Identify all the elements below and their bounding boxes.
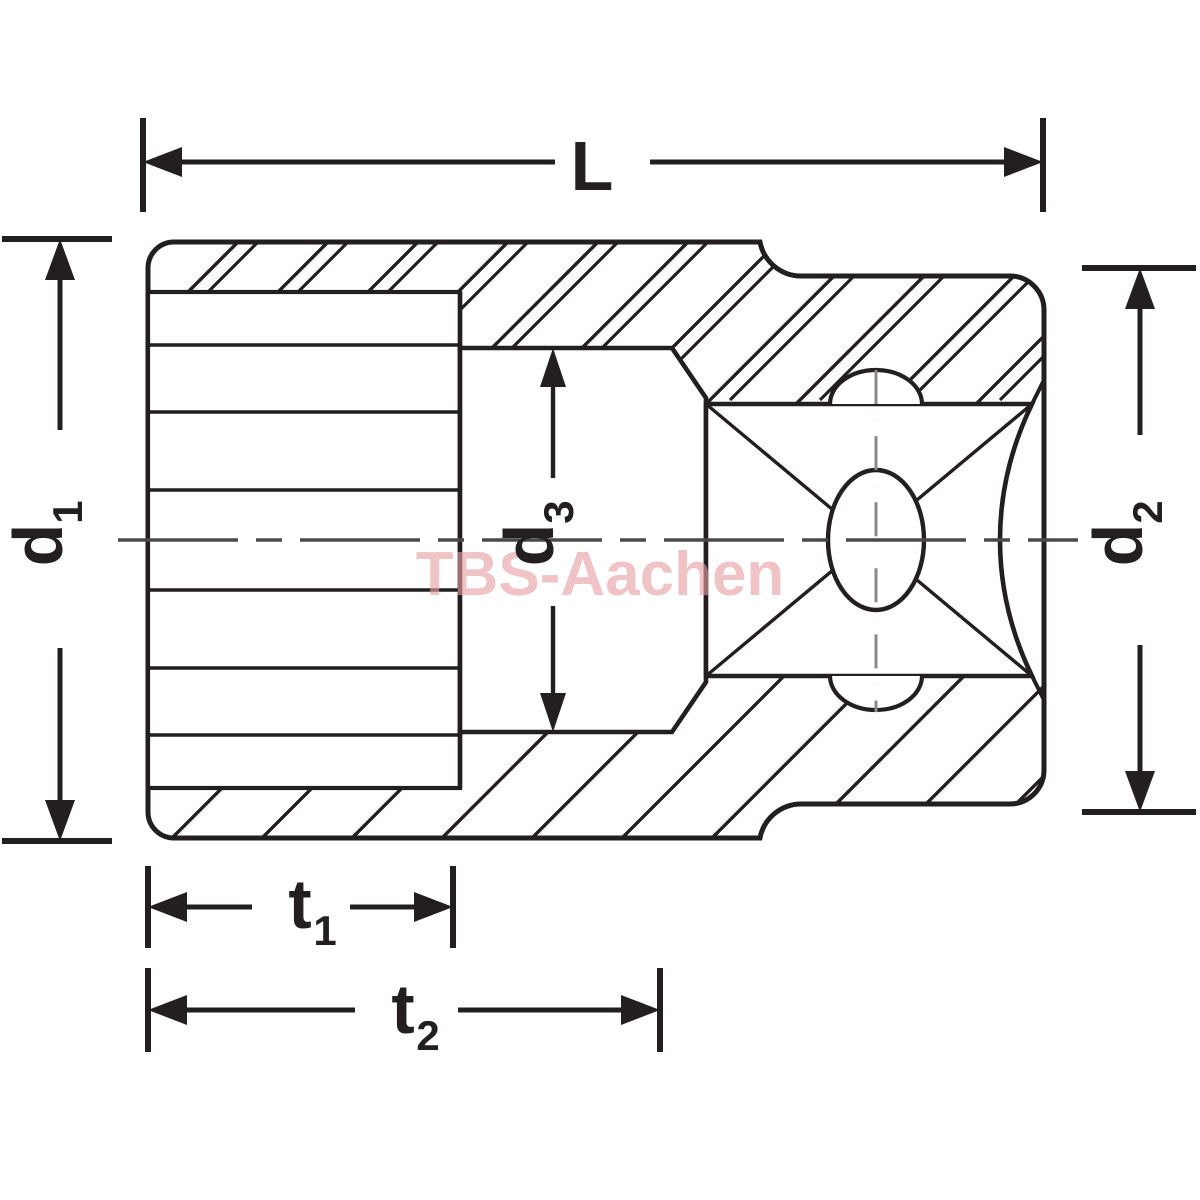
d2-arrow-up	[1125, 268, 1155, 435]
dimension-t2: t 2	[145, 968, 663, 1059]
dimension-t1: t 1	[145, 865, 456, 954]
d2-arrow-down	[1125, 645, 1155, 812]
dimension-label-t1-subscript: 1	[313, 907, 336, 954]
drive-chamfer-lines	[1030, 379, 1046, 701]
t1-arrow-right	[350, 892, 453, 922]
t2-arrow-right	[458, 995, 660, 1025]
dimension-label-L: L	[571, 127, 614, 205]
dimension-label-d2-subscript: 2	[1124, 500, 1171, 523]
d3-arrow-down	[540, 606, 566, 732]
d1-arrow-up	[45, 239, 75, 430]
dimension-d2: d 2	[1079, 265, 1196, 815]
dimension-L: L	[140, 118, 1046, 212]
L-arrow-right	[650, 147, 1043, 177]
dimension-d1: d 1	[0, 236, 112, 844]
dimension-label-d3: d	[490, 524, 568, 567]
watermark-text: TBS-Aachen	[416, 540, 785, 609]
dimension-label-t2-subscript: 2	[416, 1012, 439, 1059]
dimension-label-d1: d	[0, 524, 77, 567]
dimension-label-d3-subscript: 3	[535, 500, 582, 523]
dimension-label-t2: t	[391, 970, 414, 1048]
socket-body-outline	[145, 239, 1047, 841]
dimension-label-d1-subscript: 1	[44, 500, 91, 523]
d1-arrow-down	[45, 648, 75, 841]
d3-arrow-up	[540, 348, 566, 478]
L-arrow-left	[143, 147, 555, 177]
dimension-label-d2: d	[1079, 524, 1157, 567]
dimension-label-t1: t	[288, 865, 311, 943]
dimension-d3: d 3	[490, 348, 582, 732]
t2-arrow-left	[148, 995, 355, 1025]
t1-arrow-left	[148, 892, 252, 922]
